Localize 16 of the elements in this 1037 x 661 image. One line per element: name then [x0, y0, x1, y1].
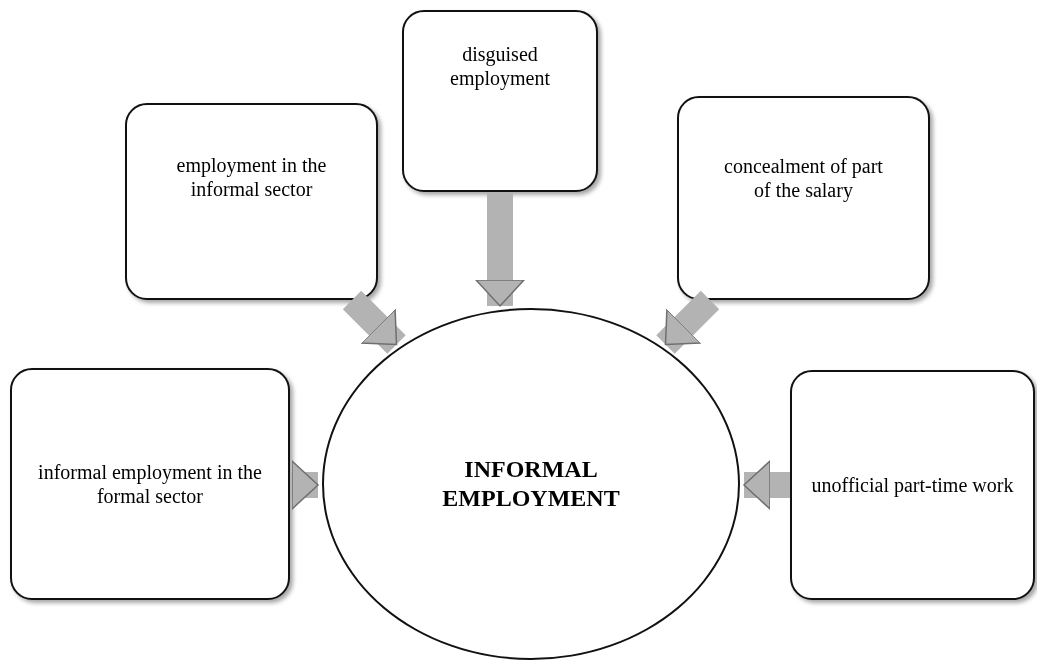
block-arrow — [475, 192, 525, 307]
category-box — [790, 370, 1035, 600]
node-text: concealment of part of the salary — [723, 154, 884, 202]
node-text: INFORMAL EMPLOYMENT — [441, 455, 621, 513]
block-arrow — [656, 290, 720, 354]
node-text: informal employment in the formal sector — [37, 460, 263, 508]
block-arrow — [342, 290, 406, 354]
category-box — [677, 96, 930, 300]
category-box — [10, 368, 290, 600]
block-arrow — [743, 460, 790, 510]
block-arrow — [290, 460, 319, 510]
node-text: disguised employment — [449, 42, 551, 90]
node-text: unofficial part-time work — [811, 473, 1014, 497]
category-box — [402, 10, 598, 192]
category-box — [125, 103, 378, 300]
node-text: employment in the informal sector — [175, 152, 328, 201]
